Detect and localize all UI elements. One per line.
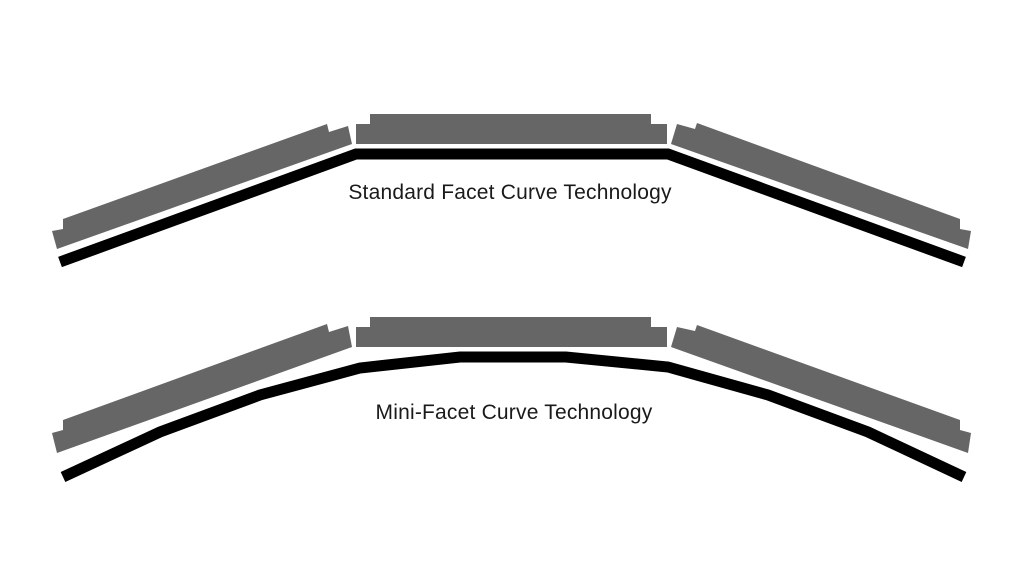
- standard-facet-diagram: Standard Facet Curve Technology: [52, 114, 971, 268]
- standard-left-panel: [52, 124, 352, 249]
- standard-right-panel: [671, 123, 971, 249]
- standard-backing-strip: [58, 148, 966, 268]
- standard-center-panel: [356, 114, 667, 144]
- mini-facet-diagram: Mini-Facet Curve Technology: [52, 317, 971, 482]
- mini-center-panel: [356, 317, 667, 347]
- mini-right-panel: [671, 325, 971, 453]
- mini-left-panel: [52, 324, 352, 453]
- standard-facet-label: Standard Facet Curve Technology: [348, 181, 672, 204]
- mini-backing-strip: [60, 351, 967, 482]
- mini-facet-label: Mini-Facet Curve Technology: [376, 401, 653, 424]
